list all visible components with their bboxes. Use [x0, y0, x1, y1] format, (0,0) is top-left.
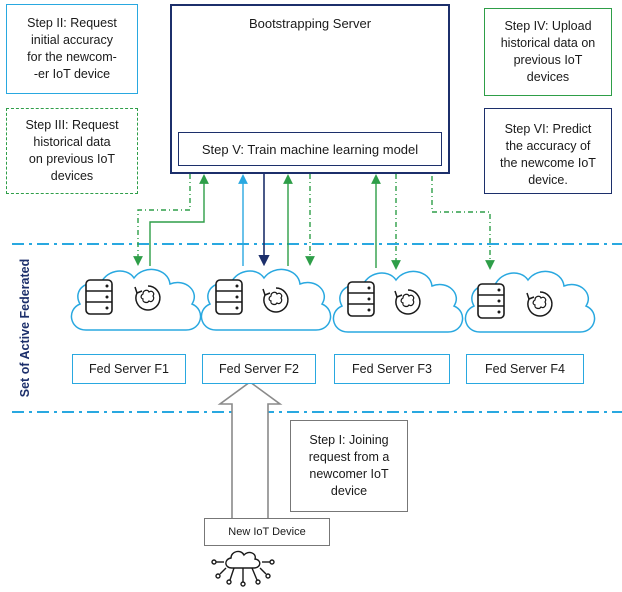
step4-line: Step IV: Upload [504, 19, 592, 33]
step1-box: Step I: Joining request from a newcomer … [290, 420, 408, 512]
step2-box: Step II: Request initial accuracy for th… [6, 4, 138, 94]
step6-line: Step VI: Predict [504, 122, 592, 136]
step6-line: the newcome IoT [500, 156, 596, 170]
iot-network-icon [211, 550, 275, 587]
new-iot-device[interactable]: New IoT Device [204, 518, 330, 546]
bootstrapping-server: Bootstrapping Server Step V: Train machi… [170, 4, 450, 174]
step3-line: on previous IoT [28, 152, 116, 166]
step3-line: Step III: Request [25, 118, 119, 132]
step1-line: device [330, 484, 368, 498]
train-model-step: Step V: Train machine learning model [178, 132, 442, 166]
step6-box: Step VI: Predict the accuracy of the new… [484, 108, 612, 194]
step3-line: devices [50, 169, 94, 183]
step3-line: historical data [33, 135, 111, 149]
step4-line: historical data on [500, 36, 596, 50]
database-icon [347, 281, 375, 317]
federation-label-wrap: Set of Active Federated [14, 244, 36, 412]
step3-box: Step III: Request historical data on pre… [6, 108, 138, 194]
step1-line: Step I: Joining [309, 433, 389, 447]
arrow-request-history-f4 [431, 176, 495, 270]
database-icon [215, 279, 243, 315]
step2-line: -er IoT device [33, 67, 111, 81]
server-title: Bootstrapping Server [248, 16, 372, 31]
step1-line: request from a [308, 450, 390, 464]
step2-line: for the newcom- [27, 50, 117, 64]
arrow-request-history-f1 [133, 174, 191, 266]
fed-server-f2[interactable]: Fed Server F2 [202, 354, 316, 384]
fed-server-f3[interactable]: Fed Server F3 [334, 354, 450, 384]
step4-box: Step IV: Upload historical data on previ… [484, 8, 612, 96]
join-arrow [217, 381, 283, 518]
arrow-upload-f1 [149, 174, 209, 266]
database-icon [85, 279, 113, 315]
step2-line: Step II: Request [27, 16, 117, 30]
fed-server-f1[interactable]: Fed Server F1 [72, 354, 186, 384]
database-icon [477, 283, 505, 319]
step2-line: initial accuracy [31, 33, 113, 47]
step4-line: devices [526, 70, 570, 84]
federation-label: Set of Active Federated [18, 258, 32, 398]
fed-server-f4[interactable]: Fed Server F4 [466, 354, 584, 384]
step4-line: previous IoT [513, 53, 583, 67]
step1-line: newcomer IoT [309, 467, 389, 481]
step6-line: device. [528, 173, 568, 187]
step6-line: the accuracy of [505, 139, 591, 153]
